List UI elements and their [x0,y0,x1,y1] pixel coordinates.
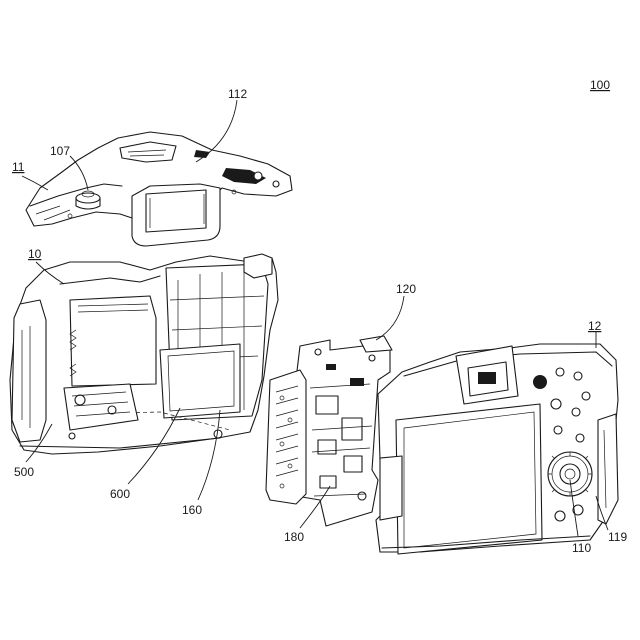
ref-107-label: 107 [50,144,70,158]
leader-120 [376,296,404,340]
ref-119-label: 119 [608,530,627,544]
circuit-board-assembly [266,336,392,526]
rear-cover-unit [376,344,618,554]
main-body-frame [10,254,278,454]
ref-180-label: 180 [284,530,304,544]
ref-500-label: 500 [14,465,34,479]
ref-110-label: 110 [572,541,591,555]
ref-12-label: 12 [588,319,602,333]
ref-112-label: 112 [228,87,247,101]
ref-160-label: 160 [182,503,202,517]
ref-120-label: 120 [396,282,416,296]
ref-10-label: 10 [28,247,42,261]
ref-100-label: 100 [590,78,610,92]
ref-11-label: 11 [12,160,25,174]
leader-11 [22,176,48,190]
ref-600-label: 600 [110,487,130,501]
